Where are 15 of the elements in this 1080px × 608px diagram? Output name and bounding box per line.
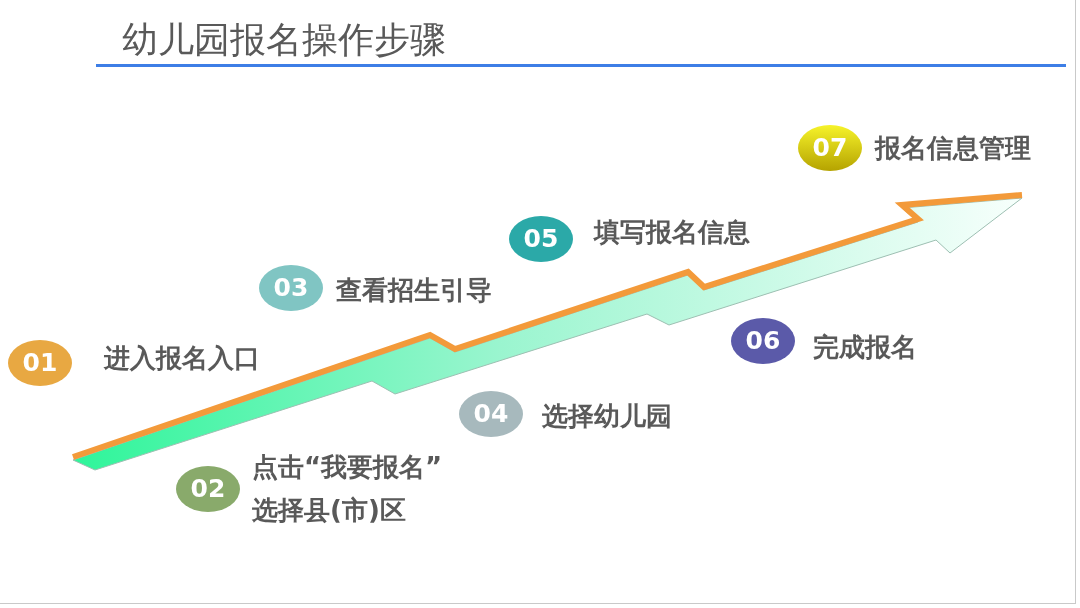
step-label: 选择幼儿园 <box>542 400 672 433</box>
step-label: 点击“我要报名”选择县(市)区 <box>252 451 444 527</box>
slide-title: 幼儿园报名操作步骤 <box>122 18 446 62</box>
step-number-circle: 06 <box>731 318 795 364</box>
step-number-circle: 04 <box>459 391 523 437</box>
step-number-circle: 02 <box>176 466 240 512</box>
step-number-circle: 05 <box>509 216 573 262</box>
step-label: 查看招生引导 <box>336 274 492 307</box>
step-label: 报名信息管理 <box>875 132 1031 165</box>
step-label: 填写报名信息 <box>594 216 750 249</box>
step-number-circle: 01 <box>8 340 72 386</box>
step-label: 完成报名 <box>813 331 917 364</box>
step-label: 进入报名入口 <box>104 342 260 375</box>
step-number-circle: 07 <box>798 125 862 171</box>
step-number-circle: 03 <box>259 265 323 311</box>
